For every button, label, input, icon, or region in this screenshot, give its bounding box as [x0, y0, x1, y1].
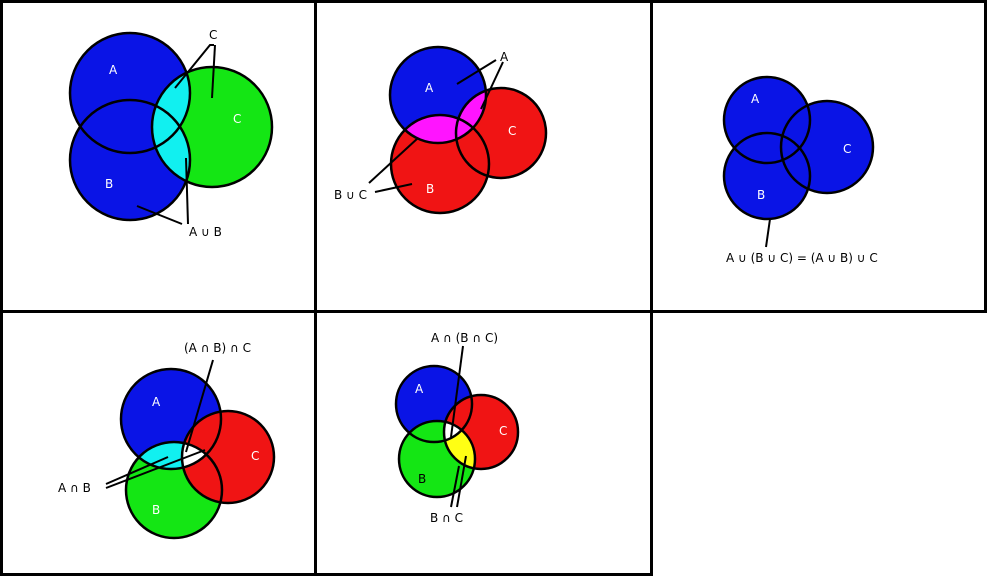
p3-set-b-fill	[724, 133, 810, 219]
p1-callout-c: C	[209, 28, 217, 42]
p2-label-c: C	[508, 124, 516, 138]
p3-leader-equation	[765, 218, 771, 248]
panel-2-union-bc: A B C A B ∪ C	[334, 45, 548, 215]
p2-set-a-outline	[388, 45, 488, 145]
panel-1-union-ab: A B C C A ∪ B	[68, 28, 274, 239]
p1-set-a-outline	[68, 31, 192, 155]
p5-leader-bc-1	[450, 465, 460, 508]
p2-label-a: A	[425, 81, 434, 95]
panel-frame-3	[650, 0, 987, 313]
p3-label-b: B	[757, 188, 765, 202]
p5-label-a: A	[415, 382, 424, 396]
p5-set-a-outline	[394, 364, 474, 444]
p3-label-a: A	[751, 92, 760, 106]
p4-leader-ab-2	[105, 449, 206, 489]
p1-leader-ab-2	[185, 157, 189, 225]
p5-yellow-b-and-c	[444, 421, 475, 469]
p1-leader-c-2	[211, 44, 216, 99]
p3-label-c: C	[843, 142, 851, 156]
p3-set-a-outline	[722, 75, 812, 165]
panel-5-intersection-a-then-bc: A B C A ∩ (B ∩ C) B ∩ C	[394, 331, 520, 525]
p2-magenta-part-c	[456, 88, 486, 143]
p5-callout-a-intersect-bc: A ∩ (B ∩ C)	[431, 331, 498, 345]
p5-set-b-outline	[397, 419, 477, 499]
p2-leader-bc-1	[368, 137, 419, 184]
p5-leader-bc-2	[456, 455, 467, 508]
p1-cyan-part-b	[152, 100, 190, 187]
p5-label-b: B	[418, 472, 426, 486]
p4-set-b-outline	[124, 440, 224, 540]
p2-set-c-outline	[454, 86, 548, 180]
p1-callout-a-union-b: A ∪ B	[189, 225, 222, 239]
p2-callout-a: A	[500, 50, 509, 64]
p4-set-c-outline	[180, 409, 276, 505]
p1-label-b: B	[105, 177, 113, 191]
p1-set-b-outline	[68, 98, 192, 222]
p2-leader-a-1	[456, 59, 497, 85]
p3-set-c-outline	[779, 99, 875, 195]
p4-set-a-outline	[119, 367, 223, 471]
p5-leader-abc	[450, 345, 464, 438]
panel-frame-5	[314, 310, 653, 576]
p4-label-b: B	[152, 503, 160, 517]
p1-leader-c-1	[174, 44, 214, 89]
p1-ab-intersect-c-region	[152, 67, 190, 187]
p2-label-b: B	[426, 182, 434, 196]
p2-callout-b-union-c: B ∪ C	[334, 188, 367, 202]
p5-callout-b-intersect-c: B ∩ C	[430, 511, 463, 525]
p4-leader-abc	[185, 359, 214, 453]
p1-label-a: A	[109, 63, 118, 77]
p1-leader-ab-1	[136, 205, 183, 225]
p4-label-c: C	[251, 449, 259, 463]
p1-label-c: C	[233, 112, 241, 126]
p4-leader-ab-1	[105, 456, 169, 485]
p4-set-c-fill	[182, 411, 274, 503]
p4-label-a: A	[152, 395, 161, 409]
p3-associativity-equation: A ∪ (B ∪ C) = (A ∪ B) ∪ C	[726, 251, 878, 265]
p4-callout-ab-intersect-c: (A ∩ B) ∩ C	[184, 341, 251, 355]
p2-leader-a-2	[480, 61, 504, 110]
panel-3-full-union: A B C A ∪ (B ∪ C) = (A ∪ B) ∪ C	[722, 75, 878, 265]
p5-set-c-outline	[442, 393, 520, 471]
p1-set-c-outline	[150, 65, 274, 189]
p4-callout-a-intersect-b: A ∩ B	[58, 481, 91, 495]
p3-set-b-outline	[722, 131, 812, 221]
p2-leader-bc-2	[374, 183, 413, 193]
p5-label-c: C	[499, 424, 507, 438]
panel-4-intersection-ab-then-c: A B C (A ∩ B) ∩ C A ∩ B	[58, 341, 276, 540]
